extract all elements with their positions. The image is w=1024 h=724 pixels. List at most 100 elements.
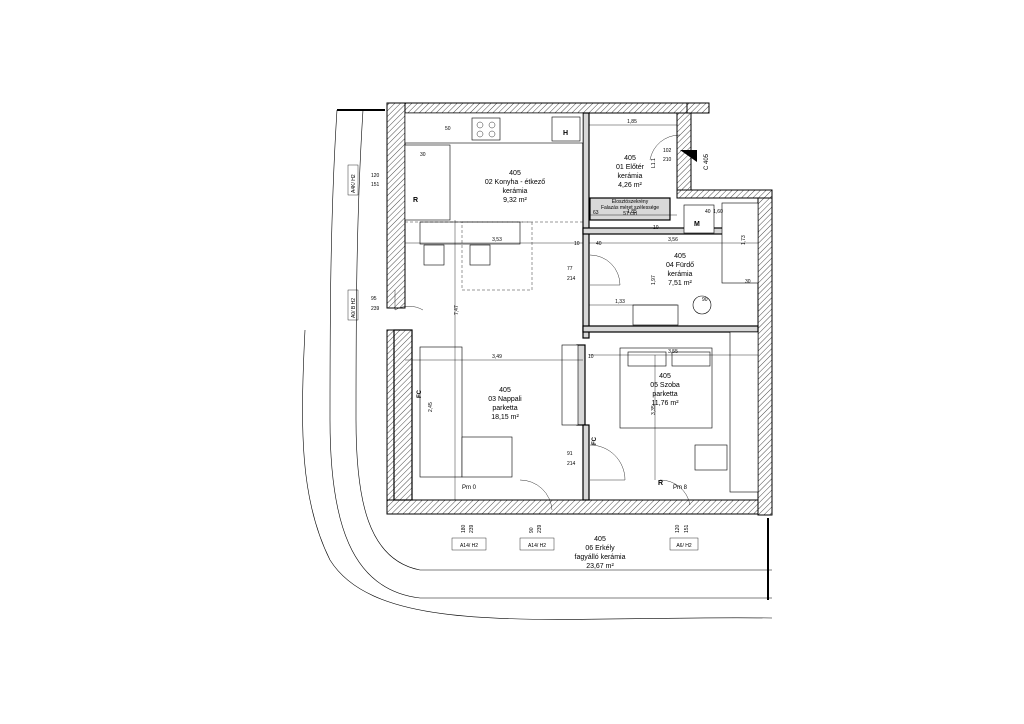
- hall-number: 405: [624, 155, 636, 162]
- dim-label: 2,45: [428, 402, 434, 412]
- door-entrance: [649, 134, 681, 161]
- symbol-r: R: [658, 480, 663, 487]
- balcony-finish: fagyálló kerámia: [575, 554, 626, 561]
- balcony-outline: [329, 109, 772, 599]
- balcony-name: 06 Erkély: [585, 545, 615, 552]
- desk: [694, 444, 728, 471]
- dim-label: 63: [593, 210, 599, 216]
- door-living: [589, 254, 621, 286]
- door-bedroom-balcony: [659, 479, 691, 506]
- tv-unit: [561, 344, 579, 426]
- wall-top-right: [686, 102, 710, 114]
- door-dim-width: 77: [567, 266, 573, 272]
- symbol-r: R: [413, 197, 418, 204]
- door-bedroom: [589, 444, 626, 481]
- wall-hall-left: [582, 112, 590, 339]
- dim-label: 3,49: [492, 354, 502, 360]
- wall-right: [757, 194, 773, 516]
- wall-shaft: [589, 197, 671, 221]
- hall-name: 01 Előtér: [616, 164, 645, 171]
- symbol-h: H: [563, 130, 568, 137]
- door-dim-height: 214: [567, 276, 576, 282]
- tag-a4k: A4K/ H2: [351, 174, 357, 193]
- wall-left-upper: [386, 102, 406, 309]
- door-dim-height: 214: [567, 461, 576, 467]
- door-balcony-left: [394, 290, 424, 311]
- dim-label: 10: [574, 241, 580, 247]
- kitchen-number: 405: [509, 170, 521, 177]
- dim-label: 1,60: [713, 209, 723, 215]
- bedroom-number: 405: [659, 373, 671, 380]
- level-pm0: Pm 0: [462, 485, 477, 491]
- bath-finish: kerámia: [668, 271, 693, 278]
- dim-label: 3,35: [651, 405, 657, 415]
- tag-a0b: A0/ B H2: [351, 298, 357, 318]
- tag-a6: A6/ H2: [676, 543, 692, 549]
- dim-label: 1,33: [615, 299, 625, 305]
- door-balcony-bottom: [519, 479, 553, 511]
- wall-bottom: [386, 499, 773, 515]
- living-area: 18,15 m²: [491, 414, 519, 421]
- dining-table: [419, 221, 521, 245]
- tag-a14b: A14/ H2: [528, 543, 546, 549]
- bedroom-finish: parketta: [652, 391, 677, 398]
- hall-finish: kerámia: [618, 173, 643, 180]
- toilet: [692, 295, 712, 315]
- dim-label: 30: [420, 152, 426, 158]
- door-dim-width: 90: [529, 527, 535, 533]
- symbol-m: M: [694, 221, 700, 228]
- insulation-left: [393, 329, 413, 501]
- dim-label: 90: [702, 297, 708, 303]
- balcony-curve-outer: [302, 329, 773, 620]
- living-name: 03 Nappali: [488, 396, 522, 403]
- door-dim-height: 151: [371, 182, 380, 188]
- hob: [471, 117, 501, 141]
- tag-a14a: A14/ H2: [460, 543, 478, 549]
- bath-area: 7,51 m²: [668, 280, 692, 287]
- door-dim-width: 102: [663, 148, 672, 154]
- symbol-fc: FC: [592, 436, 598, 445]
- dim-label: 1,85: [627, 209, 637, 215]
- sofa: [419, 346, 463, 478]
- door-dim-height: 151: [684, 524, 690, 533]
- shaft-note-3: 57 cm: [623, 211, 637, 217]
- dim-label: 10: [588, 354, 594, 360]
- washer: [683, 204, 715, 234]
- wardrobe: [729, 331, 759, 493]
- door-dim-height: 210: [663, 157, 672, 163]
- balcony-area: 23,67 m²: [586, 563, 614, 570]
- armchair: [461, 436, 513, 478]
- wall-notch-bottom: [676, 189, 773, 199]
- door-dim-width: 120: [371, 173, 380, 179]
- dim-label: 3,53: [492, 237, 502, 243]
- dim-label: 3,56: [668, 237, 678, 243]
- bath-number: 405: [674, 253, 686, 260]
- door-dim-width: 95: [371, 296, 377, 302]
- bath-sink: [632, 304, 679, 326]
- kitchen-area: 9,32 m²: [503, 197, 527, 204]
- dim-label: 10: [653, 225, 659, 231]
- bedroom-area: 11,76 m²: [651, 400, 679, 407]
- door-dim-width: 91: [567, 451, 573, 457]
- shaft-note-2: Falazás méret szélessége: [601, 205, 659, 211]
- bath-name: 04 Fürdő: [666, 262, 694, 269]
- door-dim-height: 239: [371, 306, 380, 312]
- dim-label: 1,97: [651, 275, 657, 285]
- dim-label: 30: [745, 279, 751, 285]
- dim-label: 1,85: [627, 119, 637, 125]
- dim-label: 3,55: [668, 349, 678, 355]
- wall-top: [386, 102, 688, 114]
- balcony-number: 405: [594, 536, 606, 543]
- wall-bed-left2: [582, 424, 590, 501]
- wall-bath-bottom: [582, 325, 759, 333]
- dim-label: 50: [445, 126, 451, 132]
- door-dim-height: 239: [469, 524, 475, 533]
- shaft-note-1: Elosztószekrény: [612, 199, 649, 205]
- living-number: 405: [499, 387, 511, 394]
- door-dim-width: 120: [675, 524, 681, 533]
- elevation-l11: L1.1: [651, 158, 657, 168]
- living-finish: parketta: [492, 405, 517, 412]
- balcony-curve-inner: [355, 109, 772, 571]
- door-dim-width: 180: [461, 524, 467, 533]
- tag-c405: C 405: [704, 153, 710, 170]
